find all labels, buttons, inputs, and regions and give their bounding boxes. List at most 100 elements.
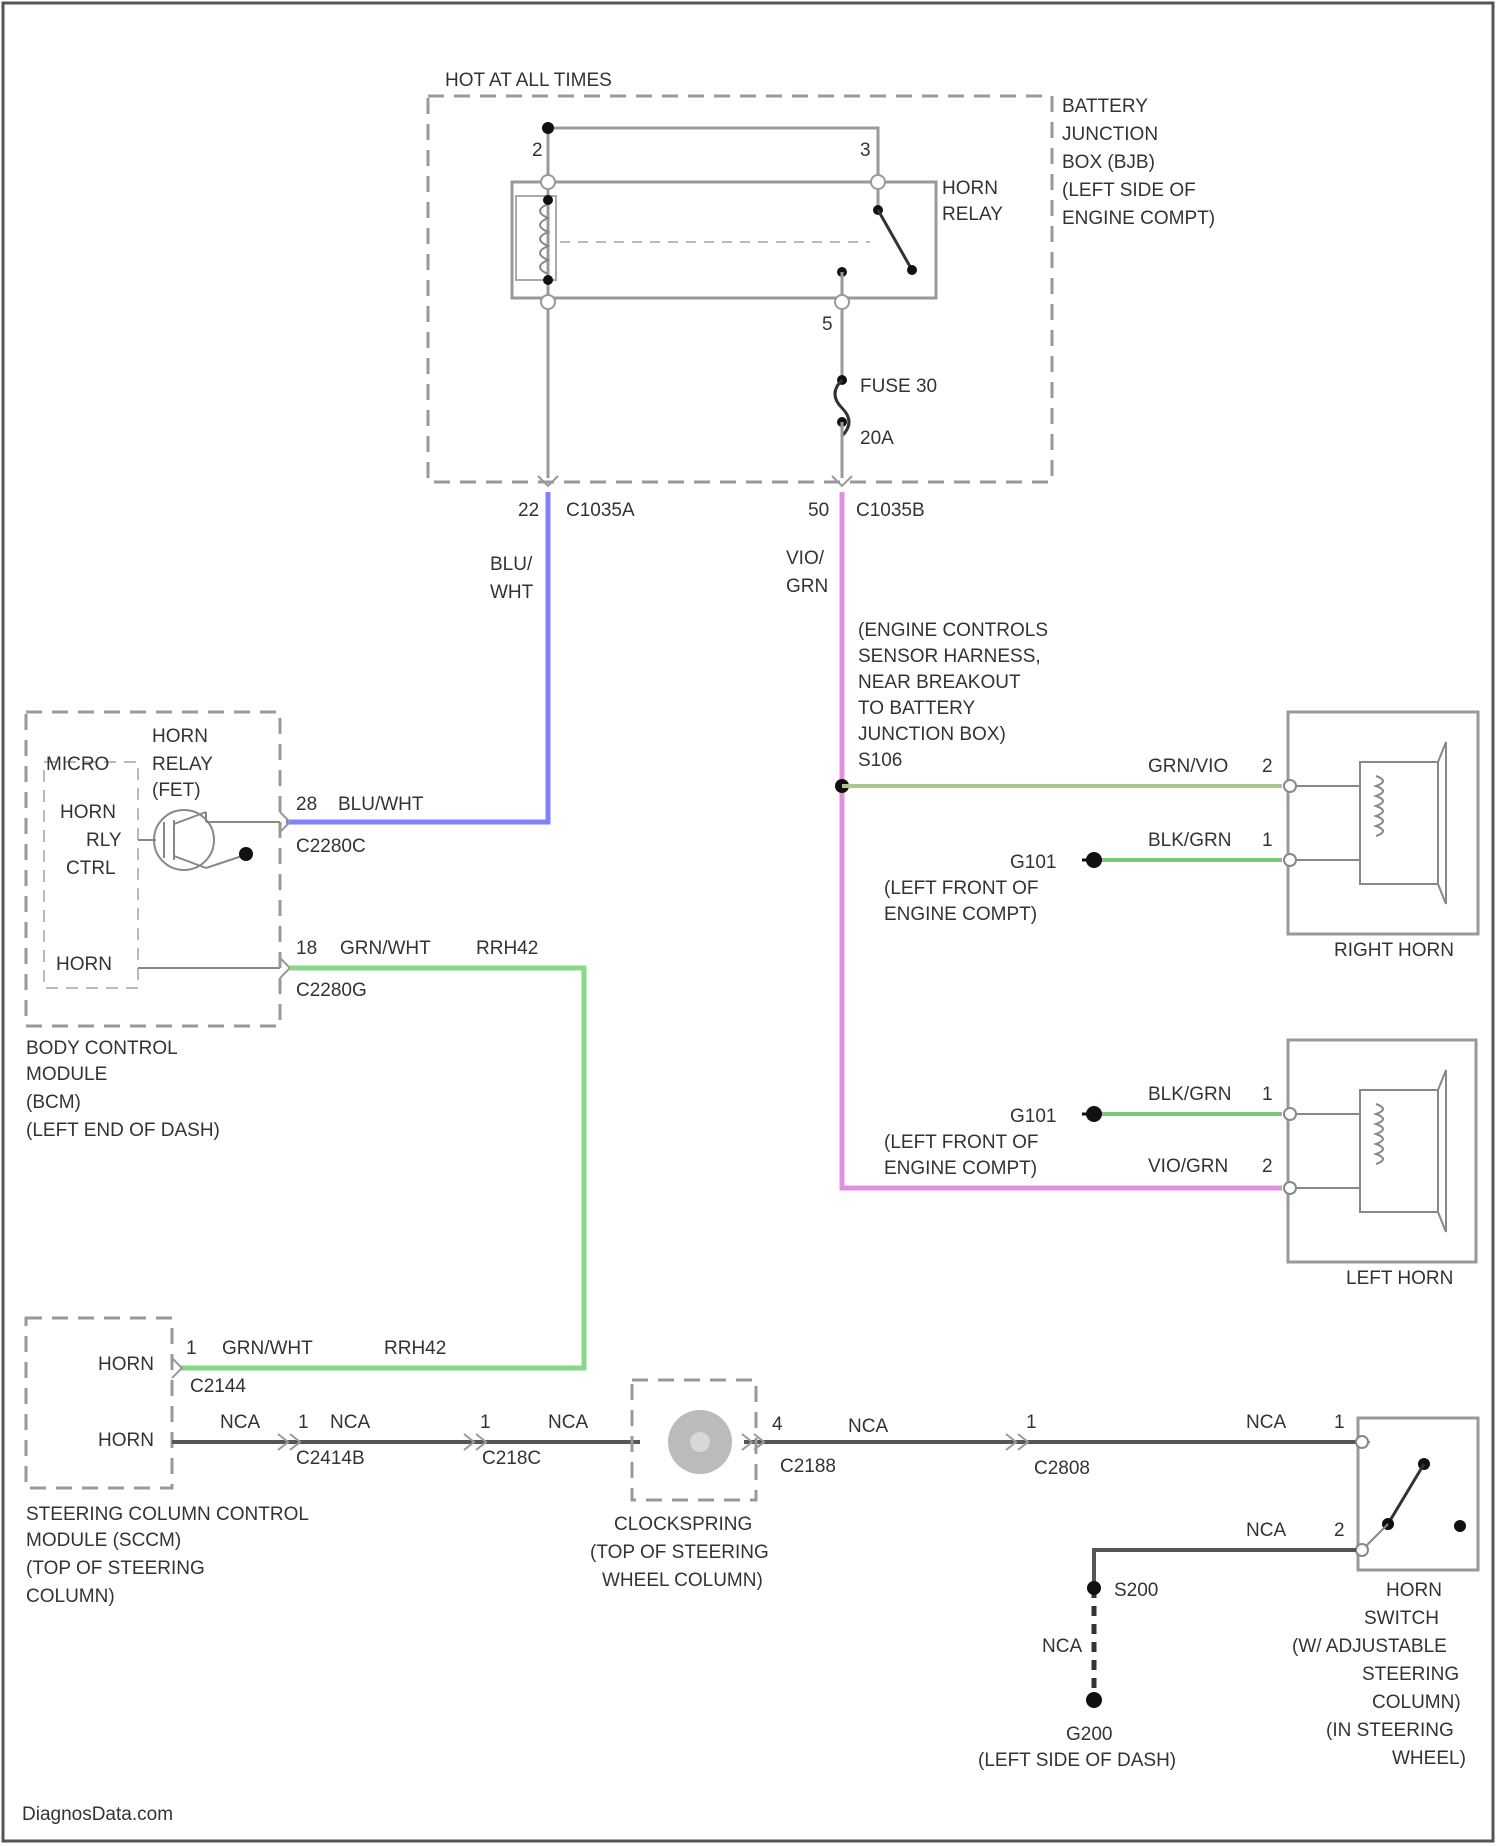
sccm-label-4: COLUMN) bbox=[26, 1586, 115, 1607]
ground-icon bbox=[1082, 852, 1102, 868]
bjb-label-4: (LEFT SIDE OF bbox=[1062, 180, 1196, 201]
right-horn-wire-bot: BLK/GRN bbox=[1148, 830, 1231, 851]
nca-label-2: NCA bbox=[330, 1412, 370, 1433]
fuse-name: FUSE 30 bbox=[860, 376, 937, 397]
clockspring-label-2: (TOP OF STEERING bbox=[590, 1542, 769, 1563]
bcm-label-4: (LEFT END OF DASH) bbox=[26, 1120, 220, 1141]
battery-junction-box: HOT AT ALL TIMES BATTERY JUNCTION BOX (B… bbox=[428, 70, 1215, 521]
clockspring-label-1: CLOCKSPRING bbox=[614, 1514, 752, 1535]
right-horn-pin-bot: 1 bbox=[1262, 830, 1273, 851]
watermark-text: DiagnosData.com bbox=[22, 1804, 173, 1825]
bcm-relay-label-2: RELAY bbox=[152, 754, 213, 775]
splice-s106: S106 bbox=[858, 750, 902, 771]
left-horn-pin-bot: 2 bbox=[1262, 1156, 1273, 1177]
c2280c-pin: 28 bbox=[296, 794, 317, 815]
micro-label: MICRO bbox=[46, 754, 109, 775]
right-horn-wire-top: GRN/VIO bbox=[1148, 756, 1228, 777]
sccm-horn-1: HORN bbox=[98, 1354, 154, 1375]
horn-switch-pin-2: 2 bbox=[1334, 1520, 1345, 1541]
horn-switch-label-6: (IN STEERING bbox=[1326, 1720, 1454, 1741]
clockspring-icon bbox=[668, 1410, 732, 1474]
bcm-label-3: (BCM) bbox=[26, 1092, 81, 1113]
right-horn-label: RIGHT HORN bbox=[1334, 940, 1454, 961]
splice-dot-icon bbox=[1087, 1581, 1101, 1595]
bjb-label-1: BATTERY bbox=[1062, 96, 1148, 117]
relay-pin-2: 2 bbox=[532, 140, 543, 161]
splice-location-4: TO BATTERY bbox=[858, 698, 976, 719]
left-horn-pin-top: 1 bbox=[1262, 1084, 1273, 1105]
vio-grn-label-1: VIO/ bbox=[786, 548, 825, 569]
ground-icon bbox=[1082, 1106, 1102, 1122]
c2280g-code: RRH42 bbox=[476, 938, 538, 959]
left-horn bbox=[1284, 1040, 1476, 1262]
hot-bus-wire bbox=[548, 128, 878, 184]
left-horn-label: LEFT HORN bbox=[1346, 1268, 1453, 1289]
horn-relay-box bbox=[512, 182, 936, 298]
c2280g-pin: 18 bbox=[296, 938, 317, 959]
c218c-name: C218C bbox=[482, 1448, 541, 1469]
horn-switch-label-4: STEERING bbox=[1362, 1664, 1459, 1685]
c2414b-name: C2414B bbox=[296, 1448, 365, 1469]
bjb-label-3: BOX (BJB) bbox=[1062, 152, 1155, 173]
sccm-outline bbox=[26, 1318, 172, 1488]
right-horn-pin-top: 2 bbox=[1262, 756, 1273, 777]
grn-wht-wire bbox=[180, 968, 584, 1368]
sccm-label-1: STEERING COLUMN CONTROL bbox=[26, 1504, 309, 1525]
relay-pin-3-terminal bbox=[871, 175, 885, 189]
bjb-label-2: JUNCTION bbox=[1062, 124, 1158, 145]
relay-pin-5: 5 bbox=[822, 314, 833, 335]
c2280c-wire: BLU/WHT bbox=[338, 794, 424, 815]
blu-wht-wire bbox=[286, 492, 548, 822]
c1035b-pin: 50 bbox=[808, 500, 829, 521]
splice-location-1: (ENGINE CONTROLS bbox=[858, 620, 1048, 641]
splice-location-3: NEAR BREAKOUT bbox=[858, 672, 1021, 693]
c2414b-pin: 1 bbox=[298, 1412, 309, 1433]
c2144-pin: 1 bbox=[186, 1338, 197, 1359]
relay-pin-5-terminal bbox=[835, 295, 849, 309]
splice-location-5: JUNCTION BOX) bbox=[858, 724, 1006, 745]
relay-pin-2-terminal bbox=[541, 175, 555, 189]
s200-label: S200 bbox=[1114, 1580, 1158, 1601]
bjb-label-5: ENGINE COMPT) bbox=[1062, 208, 1215, 229]
hot-at-all-times-label: HOT AT ALL TIMES bbox=[445, 70, 612, 91]
c2144-wire: GRN/WHT bbox=[222, 1338, 313, 1359]
c2808-pin: 1 bbox=[1026, 1412, 1037, 1433]
nca-label-5: NCA bbox=[1246, 1412, 1286, 1433]
c2280g-name: C2280G bbox=[296, 980, 367, 1001]
horn-rly-ctrl-3: CTRL bbox=[66, 858, 116, 879]
nca-label-6: NCA bbox=[1246, 1520, 1286, 1541]
bcm-relay-label-1: HORN bbox=[152, 726, 208, 747]
g101-left: G101 bbox=[1010, 1106, 1056, 1127]
ground-icon bbox=[1086, 1692, 1102, 1708]
vio-grn-label-2: GRN bbox=[786, 576, 828, 597]
horn-relay-label-1: HORN bbox=[942, 178, 998, 199]
relay-pin-3: 3 bbox=[860, 140, 871, 161]
blu-wht-label-2: WHT bbox=[490, 582, 534, 603]
c218c-pin: 1 bbox=[480, 1412, 491, 1433]
fuse-rating: 20A bbox=[860, 428, 894, 449]
splice-dot-icon bbox=[542, 122, 554, 134]
left-horn-wire-top: BLK/GRN bbox=[1148, 1084, 1231, 1105]
horn-switch-label-2: SWITCH bbox=[1364, 1608, 1439, 1629]
horn-switch-label-3: (W/ ADJUSTABLE bbox=[1292, 1636, 1447, 1657]
nca-label-4: NCA bbox=[848, 1416, 888, 1437]
c1035a-name: C1035A bbox=[566, 500, 635, 521]
horn-rly-ctrl-2: RLY bbox=[86, 830, 122, 851]
splice-location-2: SENSOR HARNESS, bbox=[858, 646, 1041, 667]
sccm-label-2: MODULE (SCCM) bbox=[26, 1530, 181, 1551]
c2144-code: RRH42 bbox=[384, 1338, 446, 1359]
sccm-label-3: (TOP OF STEERING bbox=[26, 1558, 205, 1579]
horn-switch-label-5: COLUMN) bbox=[1372, 1692, 1461, 1713]
g101-left-loc-2: ENGINE COMPT) bbox=[884, 1158, 1037, 1179]
c2280g-wire: GRN/WHT bbox=[340, 938, 431, 959]
c2188-name: C2188 bbox=[780, 1456, 836, 1477]
bcm-horn-input: HORN bbox=[56, 954, 112, 975]
clockspring-label-3: WHEEL COLUMN) bbox=[602, 1570, 763, 1591]
bcm-label-1: BODY CONTROL bbox=[26, 1038, 178, 1059]
bcm-label-2: MODULE bbox=[26, 1064, 107, 1085]
horn-switch-label-1: HORN bbox=[1386, 1580, 1442, 1601]
clockspring: 4 NCA C2188 CLOCKSPRING (TOP OF STEERING… bbox=[590, 1380, 888, 1591]
c2144-name: C2144 bbox=[190, 1376, 246, 1397]
horn-switch-box bbox=[1358, 1418, 1478, 1570]
